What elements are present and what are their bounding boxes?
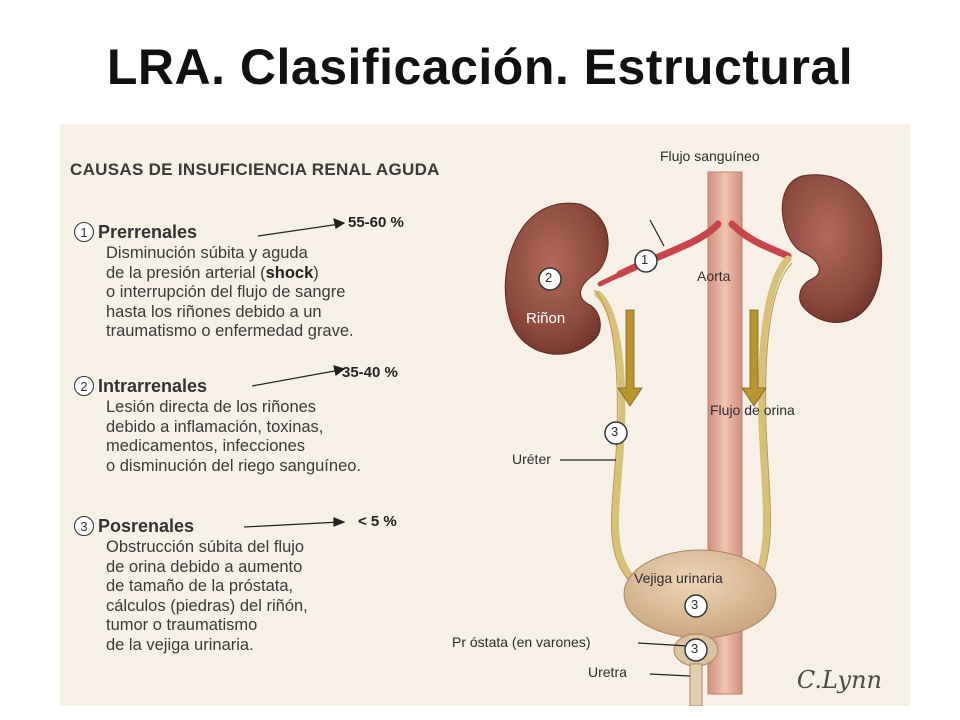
cause-intrarrenal: 2 Intrarrenales Lesión directa de los ri… — [74, 374, 494, 476]
cause-posrenal: 3 Posrenales Obstrucción súbita del fluj… — [74, 514, 494, 656]
bladder — [623, 549, 777, 639]
ureter-label: Uréter — [512, 451, 551, 467]
cause-description: Obstrucción súbita del flujo de orina de… — [106, 538, 308, 654]
marker-2: 2 — [545, 270, 553, 285]
marker-3-ureter: 3 — [611, 424, 619, 439]
ureters — [594, 255, 792, 598]
cause-number: 3 — [74, 516, 94, 536]
bladder-label: Vejiga urinaria — [634, 570, 723, 586]
cause-description: Lesión directa de los riñones debido a i… — [106, 398, 362, 475]
right-kidney — [781, 174, 883, 323]
shock-term: shock — [265, 263, 314, 282]
percent-arrows — [243, 218, 346, 528]
marker-3-prostate: 3 — [691, 641, 699, 656]
prostate-label: Pr óstata (en varones) — [452, 634, 591, 650]
urine-flow-arrows — [617, 309, 767, 407]
marker-1: 1 — [641, 252, 649, 267]
marker-3-bladder: 3 — [691, 597, 699, 612]
cause-name: Posrenales — [98, 515, 195, 536]
anatomy-illustration — [243, 171, 883, 706]
panel-heading: CAUSAS DE INSUFICIENCIA RENAL AGUDA — [70, 160, 440, 179]
ureter-outlines — [593, 262, 793, 597]
cause-number: 1 — [74, 222, 94, 242]
urethra-label: Uretra — [588, 664, 627, 680]
percent-intrarrenal: 35-40 % — [342, 364, 398, 381]
percent-prerrenal: 55-60 % — [348, 214, 404, 231]
cause-description: Disminución súbita y aguda de la presión… — [106, 244, 354, 341]
aorta-label: Aorta — [697, 268, 731, 284]
urethra — [689, 663, 703, 706]
anatomy-markers — [538, 249, 708, 662]
renal-failure-figure: 1 2 3 3 3 CAUSAS DE INSUFICIENCIA RENAL … — [60, 124, 910, 706]
cause-name: Intrarrenales — [98, 375, 208, 396]
blood-flow-label: Flujo sanguíneo — [660, 148, 760, 164]
renal-arteries — [597, 220, 792, 287]
urine-flow-label: Flujo de orina — [710, 402, 795, 418]
cause-number: 2 — [74, 376, 94, 396]
cause-prerrenal: 1 Prerrenales Disminución súbita y aguda… — [74, 220, 494, 342]
label-leaders — [560, 459, 691, 677]
kidney-label: Riñon — [526, 310, 566, 327]
pointer-line — [649, 219, 665, 247]
cause-name: Prerrenales — [98, 221, 198, 242]
artist-signature: C.Lynn — [796, 666, 882, 694]
percent-posrenal: < 5 % — [358, 513, 397, 530]
slide-title: LRA. Clasificación. Estructural — [106, 39, 854, 95]
